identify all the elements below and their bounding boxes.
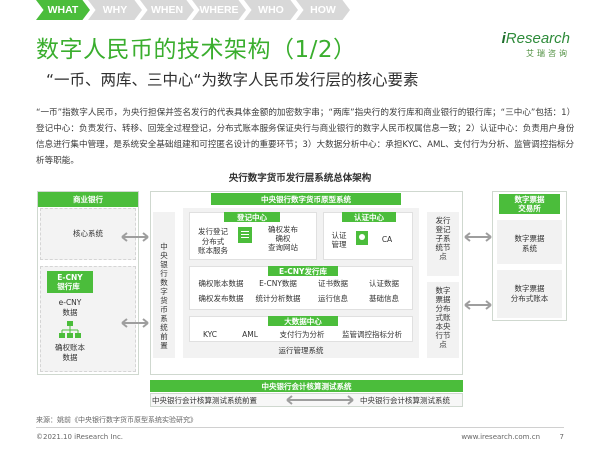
prototype-system-panel: 中央银行数字货币原型系统 中央银行数字货币系统前置 登记中心 发行登记 分布式 … [150, 191, 463, 375]
bigdata-payment: 支付行为分析 [279, 330, 325, 339]
lib-item-basic: 基础信息 [369, 294, 399, 303]
lib-item-ecny: E-CNY数据 [259, 279, 297, 288]
ecny-issue-library: E-CNY发行库 确权账本数据 E-CNY数据 证书数据 认证数据 确权发布数据… [189, 266, 413, 310]
ecny-bank-header: E-CNY 银行库 [47, 271, 93, 293]
ops-system-label: 运行管理系统 [278, 346, 324, 355]
digital-bill-exchange-panel: 数字票据 交易所 数字票据 系统 数字票据 分布式账本 [492, 191, 567, 321]
page-number: 7 [559, 433, 564, 441]
logo-rest: Research [505, 30, 570, 47]
lib-item-ledger: 确权账本数据 [198, 279, 244, 288]
tab-how[interactable]: HOW [296, 0, 350, 20]
document-icon [238, 227, 252, 243]
ledger-data-label: 确权账本 数据 [55, 343, 85, 362]
tab-where[interactable]: WHERE [192, 0, 246, 20]
bigdata-kyc: KYC [202, 330, 218, 339]
tab-who[interactable]: WHO [244, 0, 298, 20]
commercial-bank-panel: 商业银行 核心系统 E-CNY 银行库 e-CNY 数据 确权账本 数据 [37, 191, 139, 375]
website-link[interactable]: www.iresearch.com.cn [461, 433, 540, 441]
lib-item-runtime: 运行信息 [318, 294, 348, 303]
core-system-block: 核心系统 [40, 208, 136, 260]
settlement-header: 中央银行会计核算测试系统 [150, 380, 463, 392]
lib-item-publish: 确权发布数据 [198, 294, 244, 303]
registry-node-label: 发行登记子系统节点 [435, 216, 451, 261]
logo-prefix: i [501, 30, 506, 47]
iresearch-logo: iResearch 艾瑞咨询 [480, 30, 570, 59]
auth-center: 认证中心 认证 管理 CA [323, 212, 413, 260]
page-title: 数字人民币的技术架构（1/2） [36, 37, 357, 63]
ledger-node-block [427, 282, 459, 358]
core-system-label: 核心系统 [73, 229, 103, 238]
exchange-header: 数字票据 交易所 [499, 194, 560, 214]
bill-system-label: 数字票据 系统 [514, 234, 545, 253]
page-subtitle: “一币、两库、三中心“为数字人民币发行层的核心要素 [46, 71, 419, 89]
tab-what[interactable]: WHAT [36, 0, 90, 20]
registry-header: 登记中心 [224, 212, 280, 222]
arrow-center-to-exchange-1 [464, 232, 492, 242]
footer-divider [36, 427, 564, 428]
auth-ca: CA [381, 235, 393, 244]
tab-when[interactable]: WHEN [140, 0, 194, 20]
arrow-center-to-exchange-2 [464, 300, 492, 310]
bigdata-regulation: 监管调控指标分析 [342, 330, 402, 339]
arrow-bank-to-front [121, 318, 149, 328]
bigdata-aml: AML [242, 330, 258, 339]
lib-item-stats: 统计分析数据 [255, 294, 301, 303]
network-icon [59, 321, 81, 338]
arrow-settlement [286, 395, 354, 405]
bill-ledger-label: 数字票据 分布式账本 [510, 284, 549, 303]
section-tabs: WHAT WHY WHEN WHERE WHO HOW [36, 0, 350, 20]
tab-why[interactable]: WHY [88, 0, 142, 20]
registry-publish: 确权发布 确权 查询网站 [268, 225, 298, 252]
registry-center: 登记中心 发行登记 分布式 账本服务 确权发布 确权 查询网站 [189, 212, 317, 260]
source-note: 来源：姚前《中央银行数字货币原型系统实验研究》 [36, 416, 197, 424]
description-paragraph: “一币”指数字人民币，为央行担保并签名发行的代表具体金额的加密数字串；“两库”指… [36, 108, 576, 166]
certificate-icon [356, 231, 368, 245]
front-system-label: 中央银行数字货币系统前置 [160, 242, 168, 350]
prototype-header: 中央银行数字货币原型系统 [211, 193, 401, 205]
bigdata-header: 大数据中心 [268, 316, 338, 326]
settlement-front-label: 中央银行会计核算测试系统前置 [152, 396, 257, 405]
registry-node-block [427, 212, 459, 276]
ecny-bank-block: E-CNY 银行库 e-CNY 数据 确权账本 数据 [40, 266, 136, 372]
lib-item-auth: 认证数据 [369, 279, 399, 288]
arrow-core-to-front [121, 232, 149, 242]
ecny-library-header: E-CNY发行库 [268, 266, 338, 276]
ledger-node-label: 数字票据分布式账本央行节点 [435, 286, 451, 349]
lib-item-cert: 证书数据 [318, 279, 348, 288]
auth-management: 认证 管理 [331, 231, 347, 249]
registry-issue: 发行登记 [198, 227, 228, 236]
copyright: ©2021.10 iResearch Inc. [36, 433, 124, 441]
ecny-data-label: e-CNY 数据 [58, 298, 82, 317]
diagram-title: 央行数字货币发行层系统总体架构 [228, 173, 372, 184]
commercial-bank-header: 商业银行 [38, 192, 138, 207]
bill-system-block [497, 220, 562, 264]
bill-ledger-block [497, 270, 562, 318]
bigdata-center: 大数据中心 KYC AML 支付行为分析 监管调控指标分析 [189, 316, 413, 342]
auth-header: 认证中心 [342, 212, 396, 222]
logo-sub: 艾瑞咨询 [526, 49, 570, 58]
registry-ledger-service: 分布式 账本服务 [198, 237, 228, 255]
settlement-system-label: 中央银行会计核算测试系统 [360, 396, 450, 405]
front-system-block [153, 212, 175, 358]
